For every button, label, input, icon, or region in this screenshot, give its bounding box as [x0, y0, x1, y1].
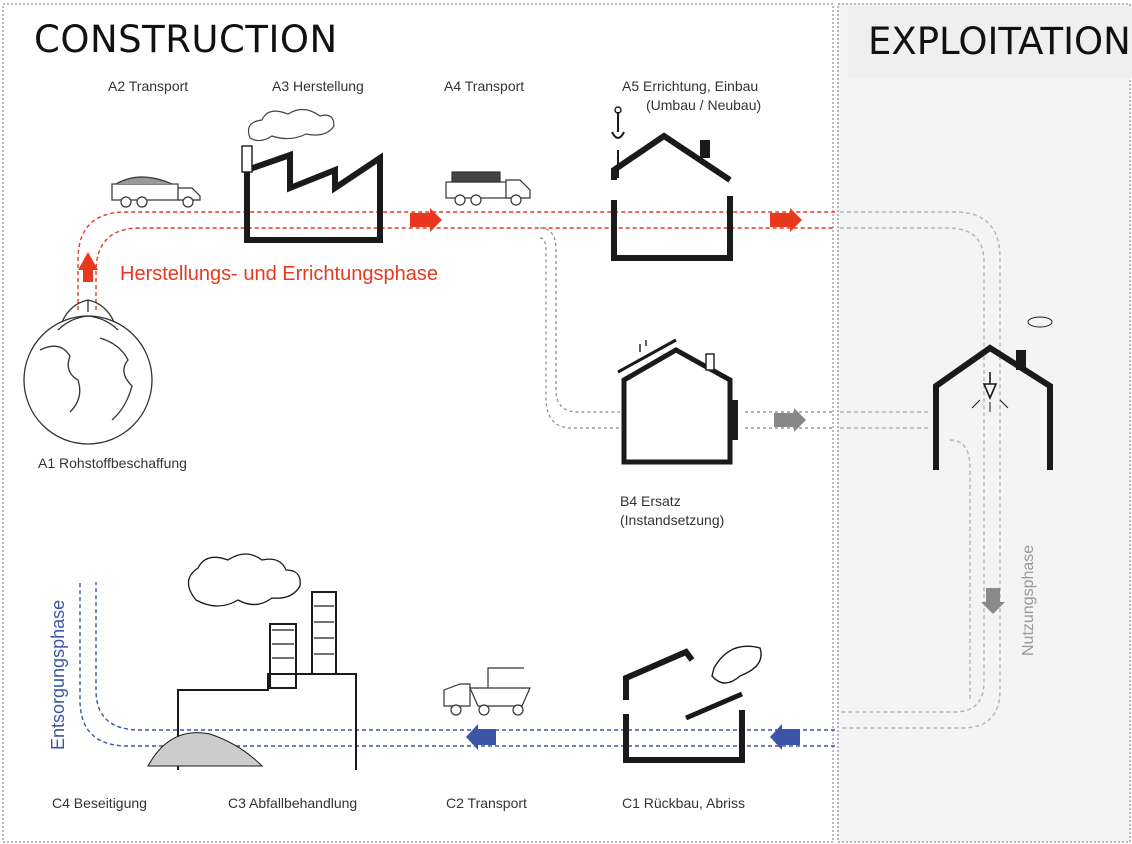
phase-label-production: Herstellungs- und Errichtungsphase [120, 263, 438, 285]
label-a2-transport: A2 Transport [108, 78, 189, 94]
label-c2-transport: C2 Transport [446, 795, 527, 811]
phase-label-disposal: Entsorgungsphase [48, 599, 68, 750]
exploitation-frame [837, 3, 1131, 843]
production-path [77, 211, 835, 310]
arrow-down-grey [981, 588, 1005, 614]
house-use-icon [933, 316, 1053, 470]
label-c1-rueckbau: C1 Rückbau, Abriss [622, 795, 745, 811]
house-repair-icon [617, 338, 738, 465]
label-a4-transport: A4 Transport [444, 78, 525, 94]
factory-icon [241, 108, 383, 243]
house-demolition-icon [623, 645, 762, 763]
section-title-exploitation: EXPLOITATION [868, 20, 1131, 63]
section-title-construction: CONSTRUCTION [34, 18, 338, 61]
disposal-path [79, 582, 835, 747]
truck-icon-a4 [445, 171, 531, 206]
label-c3-abfall: C3 Abfallbehandlung [228, 795, 358, 811]
label-b4-line2: (Instandsetzung) [620, 512, 725, 528]
label-a3-herstellung: A3 Herstellung [272, 78, 364, 94]
arrow-left-blue-1 [770, 724, 800, 750]
waste-plant-icon [147, 553, 357, 770]
skip-truck-icon [443, 667, 531, 716]
section-header-exploitation: EXPLOITATION [848, 6, 1132, 78]
arrow-left-blue-2 [466, 724, 496, 750]
label-a5-line1: A5 Errichtung, Einbau [622, 78, 759, 94]
use-path [840, 211, 1001, 729]
arrow-right-red-1 [410, 208, 442, 232]
house-construction-icon [611, 106, 733, 261]
label-b4-line1: B4 Ersatz [620, 493, 681, 509]
label-a5-line2: (Umbau / Neubau) [646, 97, 762, 113]
arrow-right-grey [774, 408, 806, 432]
truck-icon-a2 [111, 176, 201, 208]
globe-icon [23, 299, 153, 445]
construction-frame [2, 3, 834, 843]
label-c4-beseitigung: C4 Beseitigung [52, 795, 147, 811]
phase-label-use: Nutzungsphase [1020, 544, 1037, 656]
replacement-path [539, 227, 835, 429]
arrow-right-red-2 [770, 208, 802, 232]
label-a1-rohstoff: A1 Rohstoffbeschaffung [38, 455, 187, 471]
arrow-up-red [78, 252, 98, 282]
